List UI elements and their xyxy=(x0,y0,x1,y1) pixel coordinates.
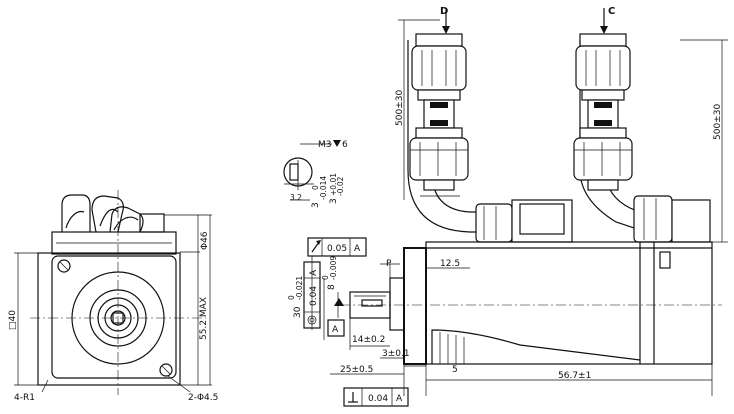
label-runout-tolerance: 0.05 xyxy=(327,244,347,254)
label-section-c: C xyxy=(608,6,615,17)
motor-body xyxy=(425,241,713,365)
label-coax-tolerance: 0.04 xyxy=(309,286,319,306)
label-key-width-tol: -0.014 xyxy=(319,176,328,200)
front-view xyxy=(14,190,212,395)
label-depth: 6 xyxy=(342,140,348,150)
label-pilot-tol-up: 0 xyxy=(287,295,296,300)
label-shaft-tol-up: 0 xyxy=(321,275,330,280)
label-length-3: 3±0.1 xyxy=(382,349,410,359)
label-p-mark: P xyxy=(386,259,392,269)
side-view xyxy=(303,8,728,407)
label-key-h2-tol-dn: -0.02 xyxy=(336,176,345,196)
label-datum-a-runout: A xyxy=(354,244,361,254)
label-shaft-diameter: 8 xyxy=(327,284,337,290)
flange-hole xyxy=(57,259,71,273)
label-datum-a-perp: A xyxy=(396,394,403,404)
label-length-56-7: 56.7±1 xyxy=(558,371,591,381)
label-key-width: 3 xyxy=(311,202,321,208)
label-pilot-diameter: 30 xyxy=(293,306,303,318)
label-cable-length-left: 500±30 xyxy=(395,90,405,126)
tol-frame-runout xyxy=(307,237,367,257)
label-radius: 4-R1 xyxy=(14,393,35,403)
key-detail xyxy=(283,140,341,201)
label-pilot-tol-dn: -0.021 xyxy=(295,276,304,300)
flange-hole xyxy=(159,363,173,377)
label-section-d: D xyxy=(440,6,448,17)
label-datum-a-coax: A xyxy=(309,269,319,276)
label-holes: 2-Φ4.5 xyxy=(188,393,218,403)
flange xyxy=(403,247,427,365)
label-length-25: 25±0.5 xyxy=(340,365,373,375)
connector-d xyxy=(409,33,469,197)
label-key-h2: 3 xyxy=(329,198,339,204)
label-key-width-tol0: 0 xyxy=(311,185,320,190)
datum-box xyxy=(327,319,345,337)
label-perp-tolerance: 0.04 xyxy=(368,394,388,404)
label-datum-a-box: A xyxy=(332,325,339,335)
label-shaft-tol-dn: -0.009 xyxy=(329,256,338,280)
label-key-height: 3.2 xyxy=(290,193,302,202)
front-flange-square xyxy=(37,252,181,386)
label-thread: M3 xyxy=(318,140,332,150)
connector-c xyxy=(573,33,633,191)
label-flange-square: □40 xyxy=(8,310,18,330)
label-max-height: 55.2 MAX xyxy=(199,297,209,340)
label-length-14: 14±0.2 xyxy=(352,335,385,345)
tol-frame-perp xyxy=(343,387,409,407)
front-view-connectors xyxy=(51,194,177,255)
tol-frame-coax xyxy=(303,261,321,329)
label-length-12-5: 12.5 xyxy=(440,259,460,269)
label-cable-length-right: 500±30 xyxy=(713,104,723,140)
label-bolt-circle: Φ46 xyxy=(200,231,210,250)
label-length-5: 5 xyxy=(452,365,458,375)
label-key-h2-tol-up: +0.01 xyxy=(329,173,338,196)
